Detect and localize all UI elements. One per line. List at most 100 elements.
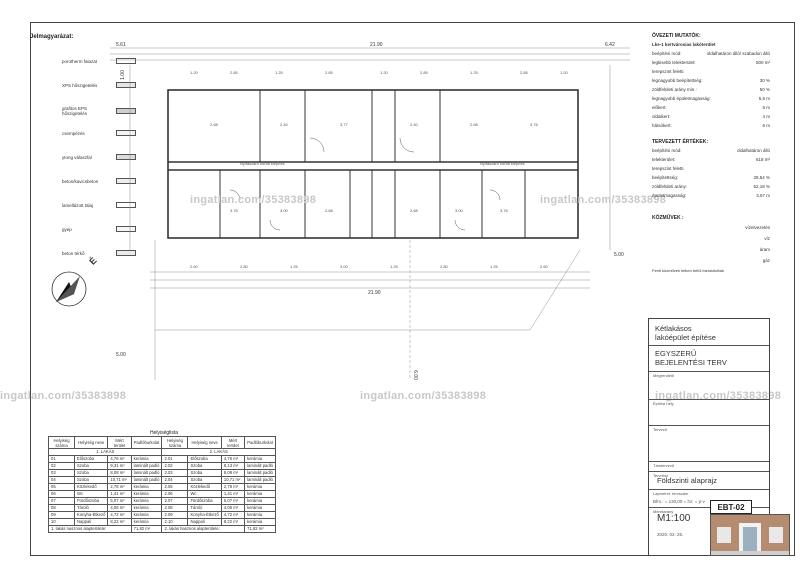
row-value: 3,67 m bbox=[756, 193, 770, 198]
table-cell: 2.07 bbox=[161, 497, 189, 505]
table-cell: 2.03 bbox=[161, 469, 189, 477]
watermark: ingatlan.com/35383898 bbox=[540, 194, 667, 206]
table-total: 2. lakás hasznos alapterülete: bbox=[161, 525, 246, 533]
table-cell: 1,41 m² bbox=[220, 490, 246, 498]
svg-text:2.60: 2.60 bbox=[540, 264, 549, 269]
table-cell: kerámia bbox=[244, 518, 276, 526]
data-row: előkert:5 m bbox=[652, 103, 770, 112]
table-cell: kerámia bbox=[244, 483, 276, 491]
row-label: előkert: bbox=[652, 105, 667, 110]
legend-label: beton térkő bbox=[62, 250, 85, 256]
table-cell: 2.05 bbox=[161, 483, 189, 491]
row-label: legnagyobb beépítettség: bbox=[652, 78, 703, 83]
legend-label: gyep bbox=[62, 226, 72, 232]
table-cell: laminált padló bbox=[130, 462, 163, 470]
row-label: beépítési mód: bbox=[652, 148, 682, 153]
table-cell: Szoba bbox=[187, 469, 222, 477]
dim-right-mid: 5.00 bbox=[614, 252, 624, 258]
data-row: oldalkert:4 m bbox=[652, 112, 770, 121]
table-cell: 4,72 m² bbox=[220, 511, 246, 519]
data-row: legnagyobb beépítettség: 30 % bbox=[652, 76, 770, 85]
apartment-label: 1. LAKÁS bbox=[47, 448, 163, 456]
plan-type-line2: BEJELENTÉSI TERV bbox=[655, 358, 727, 367]
svg-text:Nyílászáró korlát kiépítés: Nyílászáró korlát kiépítés bbox=[240, 161, 285, 166]
table-cell: kerámia bbox=[244, 511, 276, 519]
table-cell: Nappali bbox=[187, 518, 222, 526]
table-cell: laminált padló bbox=[244, 469, 276, 477]
project-line1: Kétlakásos bbox=[655, 324, 692, 333]
table-cell: 10 bbox=[48, 518, 75, 526]
data-row: terepszint feletti bbox=[652, 164, 770, 173]
table-cell: Szoba bbox=[73, 469, 109, 477]
data-row: hátsókert:6 m bbox=[652, 121, 770, 130]
svg-text:1.25: 1.25 bbox=[390, 264, 399, 269]
project-line2: lakóépület építése bbox=[655, 333, 716, 342]
house-photo bbox=[710, 514, 790, 556]
label-scale: Méretarány bbox=[653, 509, 674, 514]
legend-label: lamellázott talaj bbox=[62, 202, 94, 208]
row-value: oldalhatáron álló/ szabadon álló bbox=[706, 51, 770, 56]
svg-text:3.00: 3.00 bbox=[455, 208, 464, 213]
legend-title: Jelmagyarázat: bbox=[30, 34, 74, 40]
table-cell: 02 bbox=[48, 462, 75, 470]
table-cell: Fürdőszoba bbox=[187, 497, 222, 505]
data-row: zöldfelületi arány:52,18 % bbox=[652, 182, 770, 191]
table-cell: 4,06 m² bbox=[107, 504, 132, 512]
svg-text:1.25: 1.25 bbox=[290, 264, 299, 269]
label-drawing: Tervrész bbox=[653, 473, 669, 478]
zoning-subtitle: Lke-1 kertvárosias lakóterület bbox=[652, 42, 716, 47]
svg-text:3.77: 3.77 bbox=[340, 122, 349, 127]
table-cell: Szoba bbox=[73, 476, 109, 484]
table-cell: Tároló bbox=[187, 504, 222, 512]
table-cell: 5,07 m² bbox=[107, 497, 132, 505]
label-format: Lapméret, tervszám bbox=[653, 491, 689, 496]
table-cell: 08 bbox=[48, 504, 75, 512]
label-cosigner: Társtervező bbox=[653, 463, 675, 468]
table-cell: kerámia bbox=[244, 504, 276, 512]
row-value: 30 % bbox=[759, 78, 770, 83]
legend-item: beton/kavicsbeton bbox=[62, 178, 136, 184]
table-cell: kerámia bbox=[130, 518, 163, 526]
utility-item: víz bbox=[764, 236, 770, 241]
data-row: beépítési mód:oldalhatáron álló bbox=[652, 146, 770, 155]
table-cell: 07 bbox=[48, 497, 75, 505]
dim-top: 21.90 bbox=[370, 42, 383, 48]
row-label: beépítési mód: bbox=[652, 51, 682, 56]
column-header: Mért terület bbox=[107, 436, 132, 449]
label-address: Építési hely bbox=[653, 401, 674, 406]
table-cell: Konyha-Étkező bbox=[187, 511, 222, 519]
table-cell: 2.08 bbox=[161, 504, 189, 512]
watermark: ingatlan.com/35383898 bbox=[190, 194, 317, 206]
table-cell: 4,76 m² bbox=[107, 455, 132, 463]
svg-text:3.00: 3.00 bbox=[280, 208, 289, 213]
table-cell: 8,22 m² bbox=[107, 518, 132, 526]
legend-label: XPS hőszigetelés bbox=[62, 82, 98, 88]
table-cell: 04 bbox=[48, 476, 75, 484]
data-row: telekterület:618 m² bbox=[652, 155, 770, 164]
table-cell: kerámia bbox=[130, 483, 163, 491]
table-cell: 1,41 m² bbox=[107, 490, 132, 498]
svg-text:1.25: 1.25 bbox=[490, 264, 499, 269]
row-value: 6 m bbox=[762, 123, 770, 128]
plan-type-line1: EGYSZERŰ bbox=[655, 349, 697, 358]
label-designer: Tervező bbox=[653, 427, 668, 432]
svg-text:2.40: 2.40 bbox=[280, 122, 289, 127]
legend-item: gyep bbox=[62, 226, 136, 232]
data-row: beépítési mód: oldalhatáron álló/ szabado… bbox=[652, 49, 770, 58]
compass-icon bbox=[51, 271, 87, 307]
legend-item: beton térkő bbox=[62, 250, 136, 256]
row-value: 50 % bbox=[759, 87, 770, 92]
data-row: beépítettség:28,54 % bbox=[652, 173, 770, 182]
zoning-title: ÖVEZETI MUTATÓK: bbox=[652, 33, 701, 39]
row-label: legnagyobb épületmagasság: bbox=[652, 96, 711, 101]
utility-item: gáz bbox=[762, 258, 770, 263]
table-cell: 09 bbox=[48, 511, 75, 519]
legend-swatch bbox=[116, 130, 136, 136]
table-total: 71,82 m² bbox=[244, 525, 276, 533]
table-cell: Konyha-Étkező bbox=[73, 511, 109, 519]
